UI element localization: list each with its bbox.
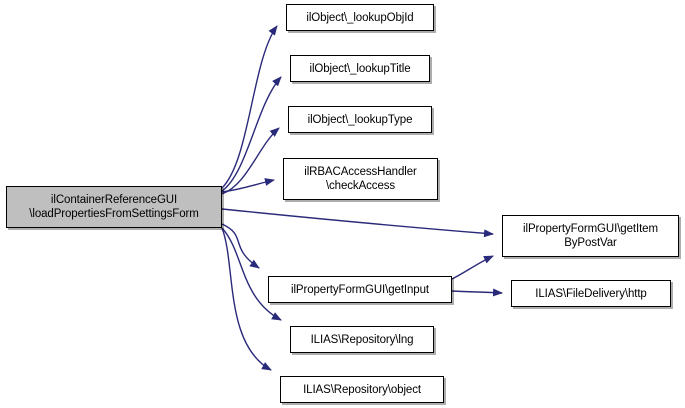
node-ilobject-lookuptitle[interactable]: ilObject\_lookupTitle	[290, 55, 430, 82]
edge-root-to-lookuptitle	[221, 76, 282, 192]
node-label: ilObject\_lookupObjId	[306, 11, 414, 24]
node-label: ilRBACAccessHandler \checkAccess	[304, 166, 417, 192]
edge-getinput-to-getitembypostvar	[451, 255, 494, 280]
edge-root-to-checkaccess	[221, 178, 275, 193]
node-label: ilContainerReferenceGUI \loadPropertiesF…	[29, 194, 199, 220]
node-label: ilPropertyFormGUI\getInput	[290, 283, 429, 296]
node-label: ilObject\_lookupTitle	[309, 62, 411, 75]
node-ilobject-lookuptype[interactable]: ilObject\_lookupType	[288, 106, 432, 133]
edge-root-to-object	[221, 227, 272, 371]
node-ilpropertyformgui-getinput[interactable]: ilPropertyFormGUI\getInput	[268, 276, 452, 303]
node-ilpropertyformgui-getitembypostvar[interactable]: ilPropertyFormGUI\getItem ByPostVar	[502, 215, 679, 257]
edge-root-to-getitembypostvar	[221, 208, 494, 238]
node-label: ilPropertyFormGUI\getItem ByPostVar	[523, 223, 658, 249]
node-label: ILIAS\Repository\lng	[310, 333, 414, 346]
edge-root-to-lookupobjid	[221, 25, 278, 189]
node-ilobject-lookupobjid[interactable]: ilObject\_lookupObjId	[286, 4, 434, 31]
node-ilcontainerreferencegui-loadpropertiesfromsettingsform[interactable]: ilContainerReferenceGUI \loadPropertiesF…	[6, 186, 222, 228]
edge-root-to-lookuptype	[221, 127, 280, 195]
node-ilrbacaccesshandler-checkaccess[interactable]: ilRBACAccessHandler \checkAccess	[283, 158, 438, 200]
edge-root-to-getinput	[221, 223, 260, 269]
edge-getinput-to-http	[451, 288, 503, 297]
node-label: ilObject\_lookupType	[307, 113, 413, 126]
node-ilias-repository-object[interactable]: ILIAS\Repository\object	[280, 376, 444, 403]
node-label: ILIAS\Repository\object	[303, 383, 421, 396]
edge-root-to-lng	[221, 227, 282, 321]
node-ilias-filedelivery-http[interactable]: ILIAS\FileDelivery\http	[511, 280, 671, 307]
node-ilias-repository-lng[interactable]: ILIAS\Repository\lng	[290, 326, 434, 353]
node-label: ILIAS\FileDelivery\http	[535, 287, 647, 300]
